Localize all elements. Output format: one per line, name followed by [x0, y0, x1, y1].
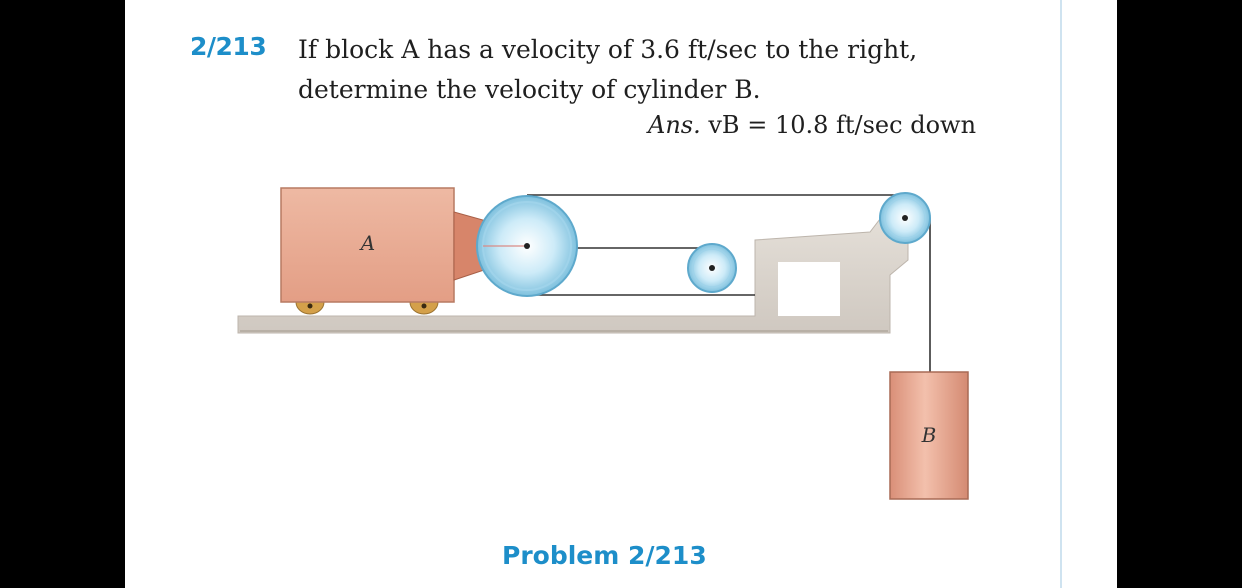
large-pulley: [476, 195, 578, 297]
problem-statement-line-2: determine the velocity of cylinder B.: [298, 75, 761, 104]
block-a-label: A: [359, 231, 375, 255]
answer-expression: vB = 10.8 ft/sec down: [708, 111, 977, 139]
figure-caption: Problem 2/213: [502, 541, 707, 570]
corner-pulley: [879, 192, 931, 244]
problem-number: 2/213: [190, 32, 267, 61]
cylinder-b: [889, 371, 969, 500]
block-a-wheels: [295, 301, 439, 315]
page-border: [1060, 0, 1062, 588]
cylinder-b-label: B: [921, 423, 937, 447]
ground-support: [237, 205, 909, 334]
block-a: [280, 187, 455, 303]
answer-label: Ans.: [648, 111, 701, 139]
problem-statement-line-1: If block A has a velocity of 3.6 ft/sec …: [298, 35, 918, 64]
answer-line: Ans. vB = 10.8 ft/sec down: [648, 111, 976, 139]
problem-statement: If block A has a velocity of 3.6 ft/sec …: [298, 30, 917, 110]
middle-pulley: [687, 243, 737, 293]
